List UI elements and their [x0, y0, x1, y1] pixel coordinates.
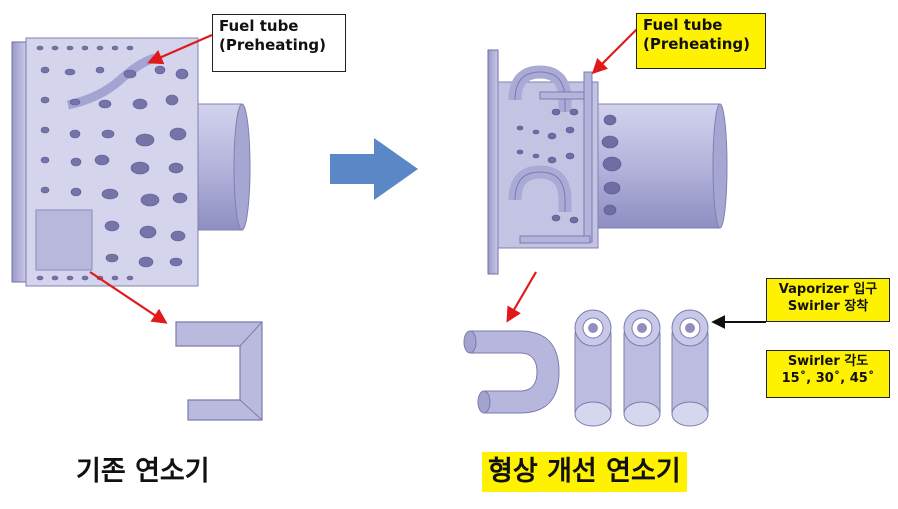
- note-line2: 15˚, 30˚, 45˚: [781, 371, 875, 386]
- caption-improved: 형상 개선 연소기: [482, 452, 687, 492]
- caption-existing: 기존 연소기: [76, 456, 210, 487]
- callout-line1: Fuel tube: [643, 16, 723, 34]
- vaporizer-note: Vaporizer 입구 Swirler 장착: [766, 278, 890, 322]
- fuel-tube-callout-right: Fuel tube (Preheating): [636, 13, 766, 69]
- fuel-tube-pointer-right: [591, 27, 639, 75]
- transition-arrow: [330, 138, 418, 200]
- note-line1: Vaporizer 입구: [778, 282, 878, 297]
- u-tube-part: [463, 330, 560, 414]
- part-pointer-left: [89, 271, 168, 324]
- bracket-tube-part: [175, 321, 263, 421]
- note-line2: Swirler 장착: [787, 299, 869, 314]
- improved-combustor-model: [487, 49, 728, 275]
- swirler-vaporizer-parts: [574, 309, 709, 427]
- fuel-tube-callout-left: Fuel tube (Preheating): [212, 14, 346, 72]
- callout-line2: (Preheating): [219, 36, 326, 54]
- note-line1: Swirler 각도: [787, 354, 869, 369]
- callout-line2: (Preheating): [643, 35, 750, 53]
- part-pointer-right: [506, 271, 537, 323]
- existing-combustor-model: [11, 37, 251, 287]
- swirler-angle-note: Swirler 각도 15˚, 30˚, 45˚: [766, 350, 890, 398]
- fuel-tube-pointer-left: [147, 33, 213, 65]
- callout-line1: Fuel tube: [219, 17, 299, 35]
